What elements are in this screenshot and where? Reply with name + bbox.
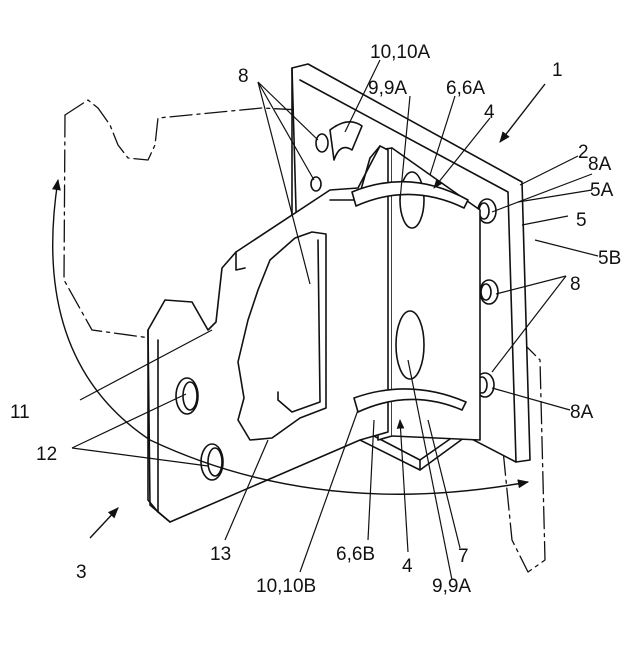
label-6-6a: 6,6A bbox=[446, 78, 485, 99]
label-4-bottom: 4 bbox=[402, 556, 413, 577]
label-3: 3 bbox=[76, 562, 87, 583]
label-12: 12 bbox=[36, 444, 57, 465]
label-5: 5 bbox=[576, 210, 587, 231]
label-8-top: 8 bbox=[238, 66, 249, 87]
label-13: 13 bbox=[210, 544, 231, 565]
label-9-9a-top: 9,9A bbox=[368, 78, 407, 99]
label-4-top: 4 bbox=[484, 102, 495, 123]
label-2: 2 bbox=[578, 142, 589, 163]
label-8a-bottom: 8A bbox=[570, 402, 594, 423]
label-5a: 5A bbox=[590, 180, 614, 201]
label-11: 11 bbox=[10, 402, 30, 423]
label-5b: 5B bbox=[598, 248, 621, 269]
label-7: 7 bbox=[458, 546, 469, 567]
label-10-10a: 10,10A bbox=[370, 42, 431, 63]
label-1: 1 bbox=[552, 60, 563, 81]
label-10-10b: 10,10B bbox=[256, 576, 316, 597]
label-6-6b: 6,6B bbox=[336, 544, 375, 565]
label-8-right: 8 bbox=[570, 274, 581, 295]
label-9-9a-bottom: 9,9A bbox=[432, 576, 471, 597]
label-8a-top: 8A bbox=[588, 154, 612, 175]
